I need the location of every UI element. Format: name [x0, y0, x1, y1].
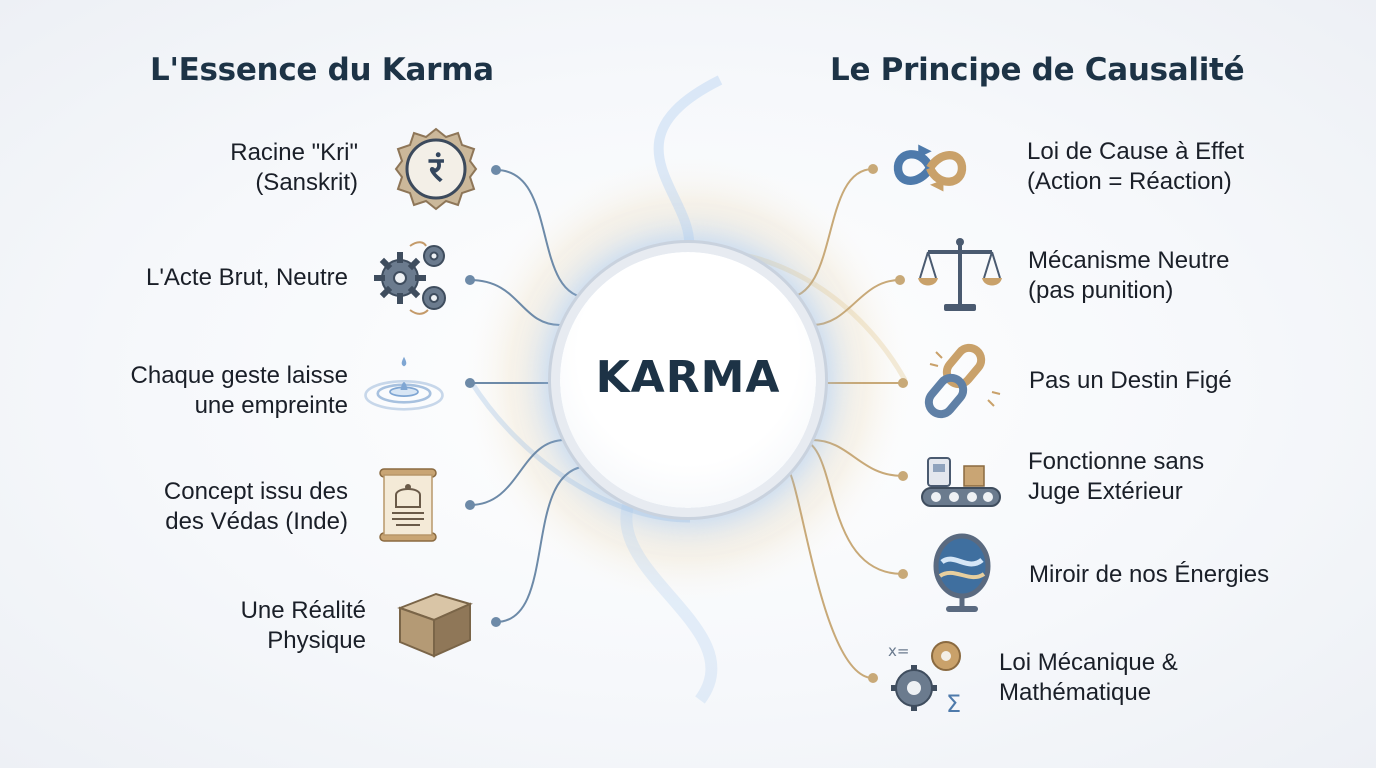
right-item-label: Miroir de nos Énergies: [1029, 561, 1270, 588]
connector-dot: [465, 275, 475, 285]
left-item-label: Racine "Kri"(Sanskrit): [230, 139, 358, 196]
connector-dot: [898, 569, 908, 579]
mirror-icon: [920, 532, 1004, 616]
karma-title: KARMA: [595, 352, 781, 403]
connector-dot: [898, 378, 908, 388]
svg-text:x=: x=: [888, 642, 909, 660]
connector-line: [799, 439, 904, 575]
cycle-arrows-icon: [888, 126, 972, 210]
gear-math-icon: x= Σ: [888, 634, 972, 718]
connector-dot: [491, 165, 501, 175]
sanskrit-ram-medallion-icon: रं: [394, 127, 478, 211]
connector-line: [495, 465, 591, 623]
right-column-title: Le Principe de Causalité: [830, 52, 1245, 88]
left-column-title: L'Essence du Karma: [150, 52, 494, 88]
right-item-label: Loi Mécanique &Mathématique: [999, 649, 1178, 706]
left-connectors: [465, 165, 591, 627]
broken-chain-icon: [922, 340, 1006, 424]
conveyor-machine-icon: [918, 444, 1002, 528]
connector-line: [811, 279, 901, 326]
connector-dot: [465, 378, 475, 388]
svg-text:रं: रं: [428, 150, 444, 190]
connector-line: [784, 465, 874, 679]
balance-scale-icon: [918, 234, 1002, 318]
connector-line: [495, 169, 591, 299]
connector-line: [811, 439, 904, 477]
svg-text:Σ: Σ: [946, 690, 961, 718]
connector-dot: [491, 617, 501, 627]
right-item-label: Mécanisme Neutre(pas punition): [1028, 247, 1230, 304]
cube-icon: [392, 582, 476, 666]
connector-line: [784, 168, 874, 299]
karma-core-circle: KARMA: [560, 252, 816, 508]
gears-icon: [370, 236, 454, 320]
right-connectors: [784, 164, 908, 683]
right-item-label: Pas un Destin Figé: [1029, 367, 1232, 394]
connector-line: [469, 279, 561, 326]
connector-dot: [898, 471, 908, 481]
connector-dot: [465, 500, 475, 510]
connector-dot: [868, 673, 878, 683]
left-item-label: L'Acte Brut, Neutre: [145, 264, 348, 291]
connector-dot: [895, 275, 905, 285]
water-drop-ripple-icon: [362, 348, 446, 432]
scroll-temple-icon: [366, 463, 450, 547]
connector-line: [469, 439, 566, 506]
right-item-label: Loi de Cause à Effet(Action = Réaction): [1027, 138, 1245, 195]
connector-dot: [868, 164, 878, 174]
